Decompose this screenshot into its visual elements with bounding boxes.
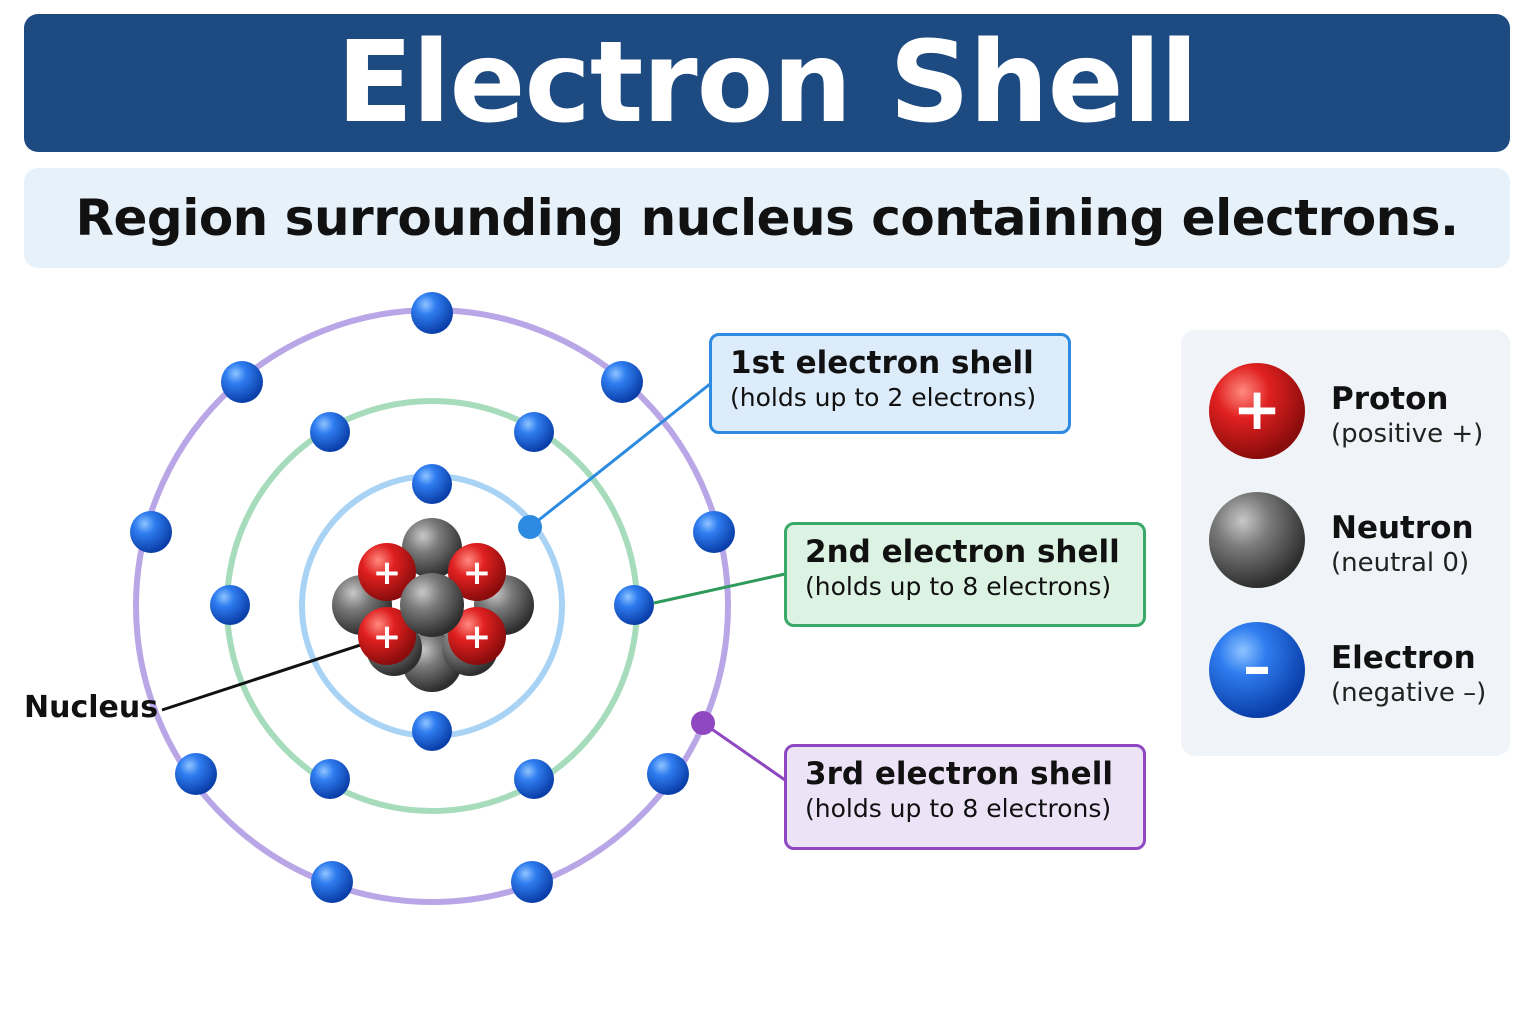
legend-name-proton: Proton <box>1331 381 1449 417</box>
legend-item-proton: + Proton (positive +) <box>1207 361 1507 461</box>
electron <box>221 361 263 403</box>
electron <box>647 753 689 795</box>
legend-name-neutron: Neutron <box>1331 510 1474 546</box>
shell-2-description: (holds up to 8 electrons) <box>805 571 1112 601</box>
leader-dot-shell-1 <box>518 515 542 539</box>
electron <box>412 711 452 751</box>
legend-desc-neutron: (neutral 0) <box>1331 548 1470 578</box>
shell-2-callout: 2nd electron shell (holds up to 8 electr… <box>784 522 1146 627</box>
electron-icon: – <box>1209 622 1305 718</box>
proton <box>448 543 506 601</box>
shell-3-callout: 3rd electron shell (holds up to 8 electr… <box>784 744 1146 850</box>
shell-3-description: (holds up to 8 electrons) <box>805 793 1112 823</box>
electron <box>310 412 350 452</box>
electron <box>511 861 553 903</box>
proton-plus-symbol: + <box>463 617 492 657</box>
proton-plus-symbol: + <box>373 617 402 657</box>
electron-symbol: – <box>1243 635 1271 700</box>
shell-3-electrons <box>130 292 735 903</box>
leader-line-nucleus <box>161 634 389 712</box>
page-subtitle: Region surrounding nucleus containing el… <box>75 189 1459 247</box>
proton-plus-symbol: + <box>463 553 492 593</box>
electron <box>601 361 643 403</box>
leader-dot-shell-3 <box>691 711 715 735</box>
title-banner: Electron Shell <box>24 14 1510 152</box>
page-title: Electron Shell <box>336 18 1199 148</box>
neutron <box>400 573 464 637</box>
legend-item-neutron: Neutron (neutral 0) <box>1207 490 1507 590</box>
proton-symbol: + <box>1233 375 1282 443</box>
legend-panel: + Proton (positive +) Neutron (neutral 0… <box>1181 330 1510 756</box>
electron <box>412 464 452 504</box>
shell-1-electrons <box>412 464 452 751</box>
electron <box>310 759 350 799</box>
shell-1-callout: 1st electron shell (holds up to 2 electr… <box>709 333 1071 434</box>
electron <box>311 861 353 903</box>
shell-3-title: 3rd electron shell <box>805 756 1113 792</box>
electron <box>175 753 217 795</box>
proton-plus-symbol: + <box>373 553 402 593</box>
leader-line-shell-3 <box>702 721 786 782</box>
electron <box>514 412 554 452</box>
legend-desc-electron: (negative –) <box>1331 678 1487 708</box>
shell-2-electrons <box>210 412 654 799</box>
electron <box>130 511 172 553</box>
electron <box>411 292 453 334</box>
nucleus-label: Nucleus <box>24 690 159 725</box>
leader-line-shell-2 <box>653 572 786 605</box>
proton <box>448 607 506 665</box>
proton <box>358 543 416 601</box>
proton <box>358 607 416 665</box>
electron <box>514 759 554 799</box>
shell-1-title: 1st electron shell <box>730 345 1034 381</box>
nucleus: + + + + <box>332 518 534 692</box>
subtitle-banner: Region surrounding nucleus containing el… <box>24 168 1510 268</box>
leader-line-shell-1 <box>529 382 711 529</box>
shell-1-description: (holds up to 2 electrons) <box>730 382 1037 412</box>
electron <box>614 585 654 625</box>
electron <box>210 585 250 625</box>
neutron <box>402 518 462 578</box>
legend-desc-proton: (positive +) <box>1331 419 1484 449</box>
legend-name-electron: Electron <box>1331 640 1476 676</box>
shell-2-title: 2nd electron shell <box>805 534 1120 570</box>
proton-icon: + <box>1209 363 1305 459</box>
electron <box>693 511 735 553</box>
legend-item-electron: – Electron (negative –) <box>1207 620 1507 720</box>
neutron-icon <box>1209 492 1305 588</box>
